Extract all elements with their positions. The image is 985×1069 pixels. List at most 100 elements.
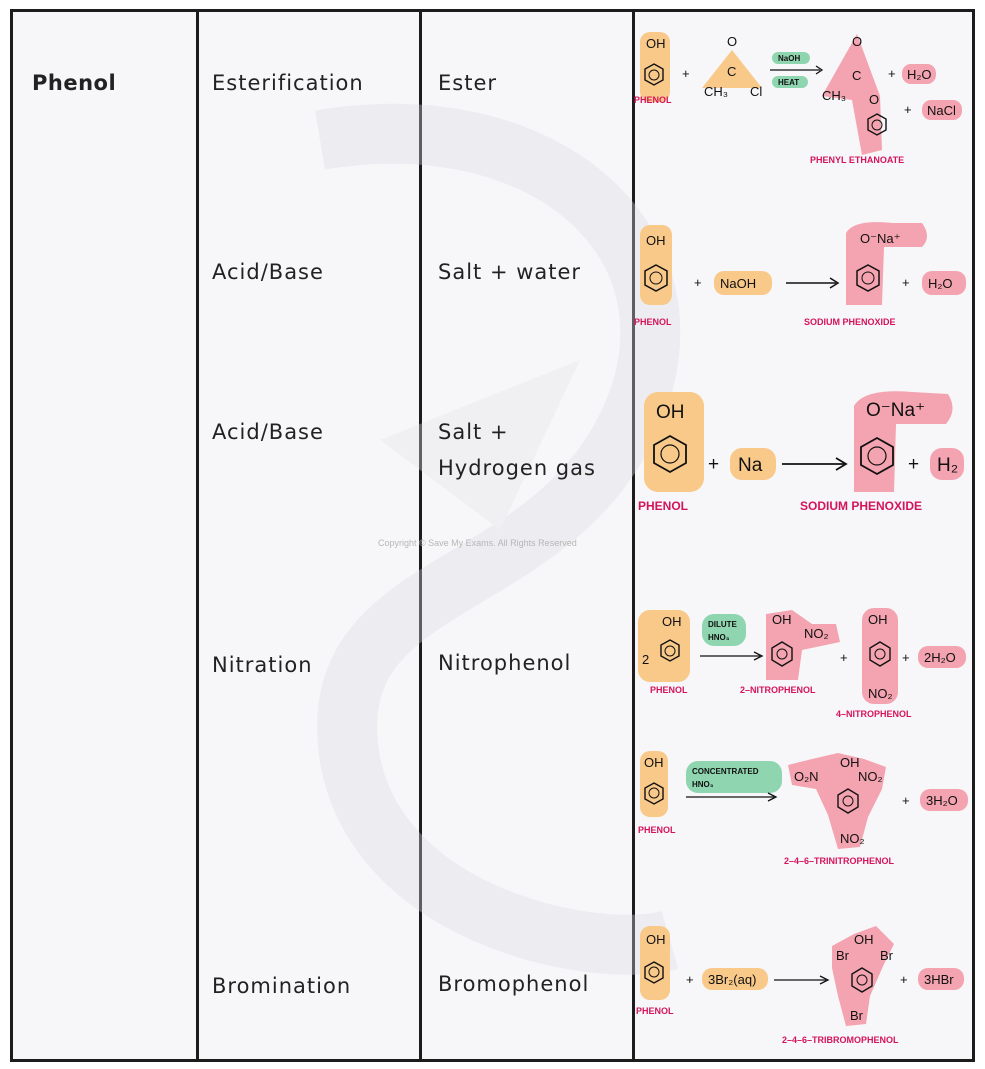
product-highlight [902,64,936,84]
svg-text:3HBr: 3HBr [924,972,954,987]
svg-text:3Br₂(aq): 3Br₂(aq) [708,972,756,987]
svg-text:PHENOL: PHENOL [634,317,672,327]
benzene-ring-icon [837,788,859,814]
svg-text:+: + [902,650,910,665]
product-highlight [766,610,840,680]
svg-text:HEAT: HEAT [778,78,799,87]
svg-text:NaCl: NaCl [927,103,956,118]
svg-text:O: O [852,34,862,49]
equation-bromination: OH PHENOL + 3Br₂(aq) Br OH Br Br 2–4–6–T… [632,920,972,1059]
benzene-ring-icon [644,63,664,86]
svg-text:OH: OH [644,755,664,770]
svg-text:O: O [727,34,737,49]
reactant-highlight [640,32,670,102]
reactant-highlight [638,610,690,682]
svg-text:O: O [869,92,879,107]
svg-text:H₂O: H₂O [928,276,953,291]
reaction-bromination: Bromination [212,974,352,998]
product-ester: Ester [438,71,497,95]
benzene-ring-icon [869,641,891,667]
svg-text:DILUTE: DILUTE [708,620,738,629]
svg-text:PHENOL: PHENOL [636,1006,674,1016]
product-highlight [920,789,968,811]
svg-text:+: + [888,66,896,81]
svg-text:2–4–6–TRIBROMOPHENOL: 2–4–6–TRIBROMOPHENOL [782,1035,899,1045]
svg-text:SODIUM PHENOXIDE: SODIUM PHENOXIDE [804,317,896,327]
benzene-ring-icon [660,639,680,662]
benzene-ring-icon [644,782,664,805]
product-highlight [846,222,927,305]
svg-text:H₂O: H₂O [907,67,932,82]
svg-text:O⁻Na⁺: O⁻Na⁺ [860,231,900,246]
svg-text:CH₃: CH₃ [704,84,728,99]
svg-text:+: + [840,650,848,665]
svg-text:2H₂O: 2H₂O [924,650,956,665]
svg-text:3H₂O: 3H₂O [926,793,958,808]
reactant-highlight [702,50,762,88]
product-highlight [918,968,964,990]
svg-text:+: + [708,454,719,475]
reactant-highlight [702,968,768,990]
svg-text:+: + [902,793,910,808]
svg-text:+: + [682,66,690,81]
svg-text:OH: OH [662,614,682,629]
svg-text:CONCENTRATED: CONCENTRATED [692,767,759,776]
benzene-ring-icon [851,967,873,993]
svg-text:OH: OH [868,612,888,627]
product-bromophenol: Bromophenol [438,972,590,996]
column-divider [632,12,635,1059]
phenol-label: PHENOL [634,95,672,105]
svg-text:O₂N: O₂N [794,769,819,784]
reaction-acid-base-2: Acid/Base [212,420,324,444]
reaction-nitration: Nitration [212,653,313,677]
product-label: PHENYL ETHANOATE [810,155,904,165]
product-salt-hydrogen-line2: Hydrogen gas [438,456,596,480]
svg-text:Br: Br [880,948,894,963]
reaction-acid-base-1: Acid/Base [212,260,324,284]
svg-text:Na: Na [738,455,763,476]
svg-text:PHENOL: PHENOL [650,685,688,695]
equation-acid-base-naoh: OH PHENOL + NaOH O⁻Na⁺ + H₂O SODIUM PHEN… [632,215,972,339]
condition-badge [772,76,808,88]
equation-nitration-concentrated: OH PHENOL CONCENTRATED HNO₃ O₂N OH NO₂ N… [632,745,972,874]
svg-text:NaOH: NaOH [720,276,756,291]
benzene-ring-icon [867,113,887,136]
benzene-ring-icon [644,961,664,984]
svg-text:C: C [852,68,861,83]
svg-text:2–NITROPHENOL: 2–NITROPHENOL [740,685,816,695]
product-highlight [918,646,966,668]
oh-group: OH [646,36,666,51]
svg-text:+: + [694,275,702,290]
benzene-ring-icon [771,641,793,667]
svg-text:HNO₃: HNO₃ [692,780,714,789]
svg-text:C: C [727,64,736,79]
equation-nitration-dilute: 2 OH PHENOL DILUTE HNO₃ OH NO₂ 2–NITROPH… [632,600,972,729]
svg-text:OH: OH [854,932,874,947]
condition-badge [702,614,746,646]
product-nitrophenol: Nitrophenol [438,651,572,675]
product-highlight [822,34,882,155]
svg-text:Cl: Cl [750,84,762,99]
svg-text:NO₂: NO₂ [804,626,829,641]
svg-text:NO₂: NO₂ [840,831,865,846]
equation-esterification: OH PHENOL + O C CH₃ Cl NaOH HEAT O C CH₃… [632,20,972,174]
equation-acid-base-na: OH PHENOL + Na O⁻Na⁺ + H₂ SODIUM PHENOXI… [632,388,972,522]
group-label: Phenol [32,71,117,95]
svg-text:Br: Br [850,1008,864,1023]
product-highlight [788,753,886,849]
svg-text:HNO₃: HNO₃ [708,633,730,642]
svg-text:PHENOL: PHENOL [638,825,676,835]
product-highlight [922,100,962,120]
condition-badge [686,761,782,793]
product-highlight [832,926,894,1026]
svg-text:NO₂: NO₂ [858,769,883,784]
reaction-esterification: Esterification [212,71,364,95]
svg-text:OH: OH [646,233,666,248]
column-divider [419,12,422,1059]
condition-badge [772,52,810,64]
svg-text:CH₃: CH₃ [822,88,846,103]
reactions-table [10,9,975,1062]
watermark-logo [315,103,681,975]
column-divider [196,12,199,1059]
svg-text:NaOH: NaOH [778,54,800,63]
